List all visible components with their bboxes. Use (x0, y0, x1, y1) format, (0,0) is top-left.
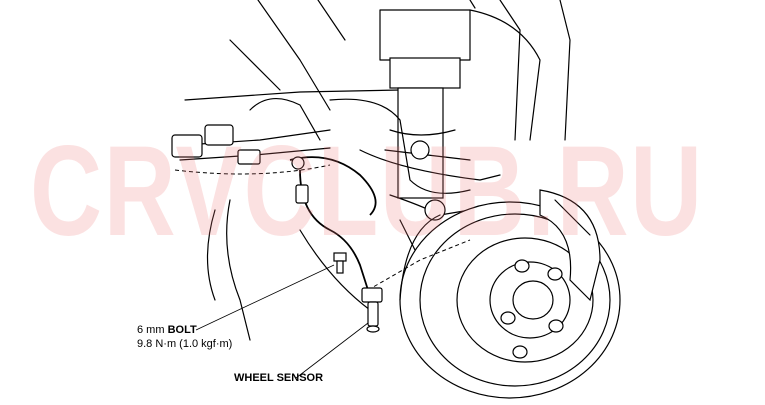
bolt-label: 6 mm BOLT (137, 324, 197, 337)
bolt-torque: 9.8 N·m (1.0 kgf·m) (137, 338, 233, 350)
brake-rotor (399, 201, 621, 399)
bolt-icon (333, 252, 347, 274)
bolt-word: BOLT (167, 324, 197, 336)
strut (384, 57, 471, 199)
knuckle (329, 98, 501, 291)
bolt-size: 6 mm (137, 324, 165, 336)
leader-lines (195, 264, 369, 379)
brake-caliper (539, 189, 601, 302)
wheel-sensor-icon (361, 287, 383, 333)
sensor-cable (289, 156, 471, 291)
strut-mount (379, 0, 571, 141)
wheel-sensor-label: WHEEL SENSOR (234, 372, 324, 384)
wiring-harness (171, 98, 331, 175)
wheel-studs (500, 259, 564, 359)
fender-outline (184, 0, 401, 341)
